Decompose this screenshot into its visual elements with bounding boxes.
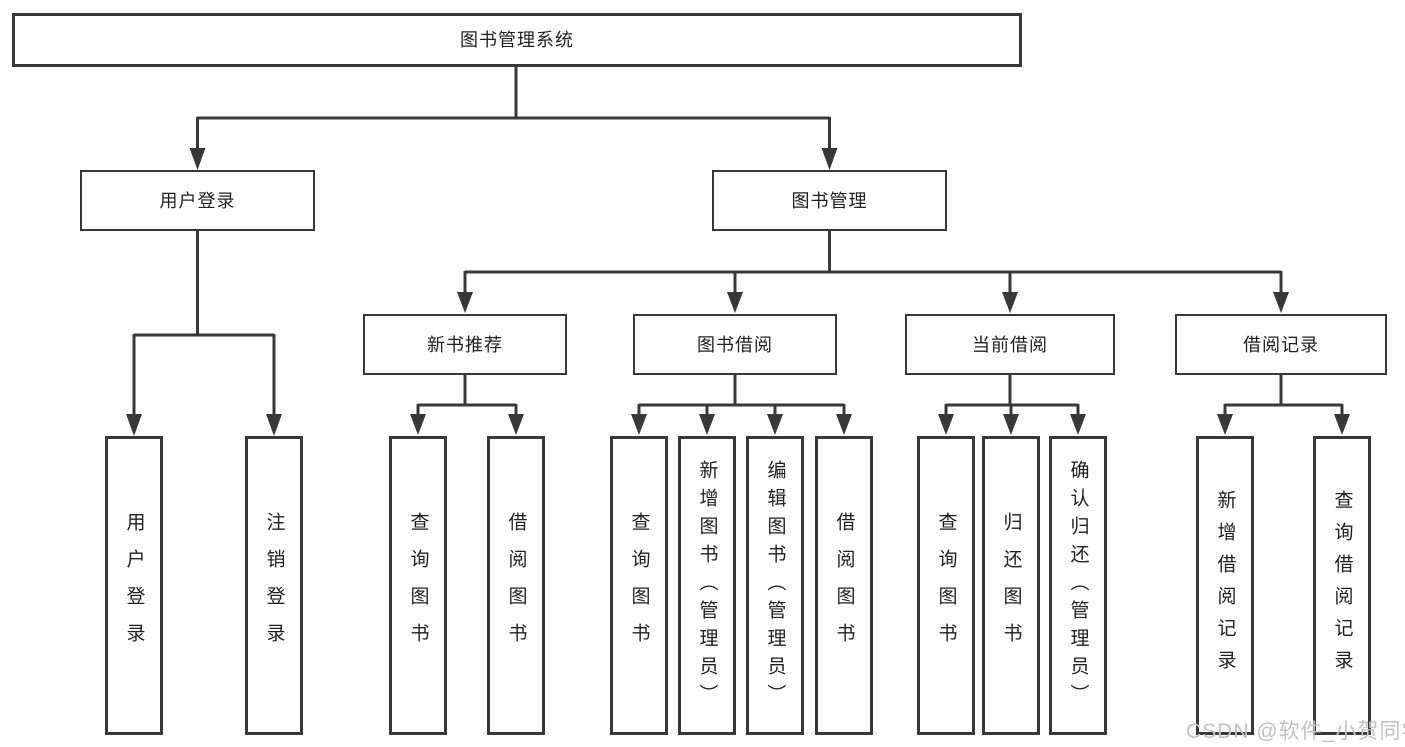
node-borrowing-records: 借阅记录 — [1175, 314, 1387, 375]
leaf-user-login: 用户登录 — [105, 436, 163, 735]
leaf-query-books-borrow: 查询图书 — [610, 436, 668, 735]
leaf-borrow-books-recommend: 借阅图书 — [487, 436, 545, 735]
node-current-borrowing: 当前借阅 — [905, 314, 1115, 375]
root-node-library-management-system: 图书管理系统 — [12, 13, 1022, 67]
leaf-logout: 注销登录 — [245, 436, 303, 735]
leaf-query-books-current: 查询图书 — [917, 436, 975, 735]
leaf-borrow-books: 借阅图书 — [815, 436, 873, 735]
csdn-watermark: CSDN @软件_小贺同学 — [1186, 720, 1405, 743]
leaf-return-books: 归还图书 — [982, 436, 1040, 735]
node-book-borrowing: 图书借阅 — [633, 314, 837, 375]
leaf-edit-books-admin: 编辑图书（管理员） — [746, 436, 804, 735]
leaf-confirm-return-admin: 确认归还（管理员） — [1049, 436, 1107, 735]
leaf-add-borrow-record: 新增借阅记录 — [1196, 436, 1254, 735]
leaf-query-borrow-record: 查询借阅记录 — [1313, 436, 1371, 735]
leaf-query-books-recommend: 查询图书 — [389, 436, 447, 735]
leaf-add-books-admin: 新增图书（管理员） — [678, 436, 736, 735]
node-user-login: 用户登录 — [80, 170, 315, 231]
node-book-management: 图书管理 — [712, 170, 947, 231]
node-new-book-recommendation: 新书推荐 — [363, 314, 567, 375]
